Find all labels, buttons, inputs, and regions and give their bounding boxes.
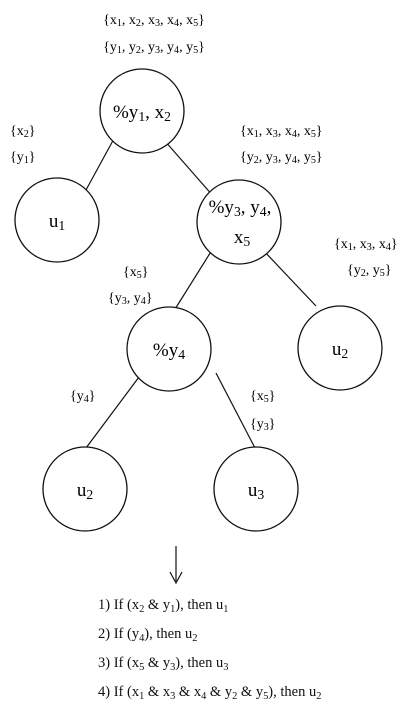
- rule-2: 2) If (y4), then u2: [98, 626, 198, 644]
- far-y-set: {y2, y5}: [347, 263, 392, 279]
- root-node: [99, 68, 185, 154]
- node-y4-label: %y4: [153, 340, 185, 362]
- edge-n4-u2: [85, 372, 143, 449]
- rule-4: 4) If (x1 & x3 & x4 & y2 & y5), then u2: [98, 684, 322, 702]
- lower-right-y-set: {y3}: [250, 417, 276, 433]
- rule-3: 3) If (x5 & y3), then u3: [98, 655, 229, 673]
- root-x-set: {x1, x2, x3, x4, x5}: [103, 13, 205, 29]
- root-y-set: {y1, y2, y3, y4, y5}: [103, 40, 205, 56]
- leaf-u2-right-label: u2: [332, 339, 349, 361]
- leaf-u3-label: u3: [248, 480, 265, 502]
- edge-root-u1: [85, 134, 117, 191]
- leaf-u1-label: u1: [49, 211, 66, 233]
- internal-node-label-line1: %y3, y4,: [209, 197, 272, 219]
- left-x-set: {x2}: [10, 124, 36, 140]
- mid-x-set: {x1, x3, x4, x5}: [240, 124, 323, 140]
- leaf-node-u2-right: [297, 305, 383, 391]
- center-x-set: {x5}: [123, 265, 149, 281]
- leaf-u2-left-label: u2: [77, 480, 94, 502]
- edge-n2-u2: [262, 249, 317, 307]
- edge-n2-n4: [171, 249, 213, 315]
- mid-y-set: {y2, y3, y4, y5}: [240, 150, 323, 166]
- leaf-node-u2-left: [42, 446, 128, 532]
- internal-node-y3-y4-x5: [196, 179, 282, 265]
- center-y-set: {y3, y4}: [108, 291, 153, 307]
- far-x-set: {x1, x3, x4}: [334, 237, 398, 253]
- lower-right-x-set: {x5}: [250, 389, 276, 405]
- edge-n4-u3: [215, 372, 256, 449]
- edge-root-n2: [163, 139, 215, 198]
- internal-node-label-line2: x5: [234, 227, 251, 249]
- leaf-node-u3: [213, 446, 299, 532]
- root-node-label: %y1, x2: [113, 102, 171, 124]
- leaf-node-u1: [14, 177, 100, 263]
- left-y-set: {y1}: [10, 150, 36, 166]
- rule-1: 1) If (x2 & y1), then u1: [98, 597, 229, 615]
- internal-node-y4: [126, 306, 212, 392]
- down-arrow-icon: [169, 546, 183, 585]
- lower-left-set: {y4}: [70, 389, 96, 405]
